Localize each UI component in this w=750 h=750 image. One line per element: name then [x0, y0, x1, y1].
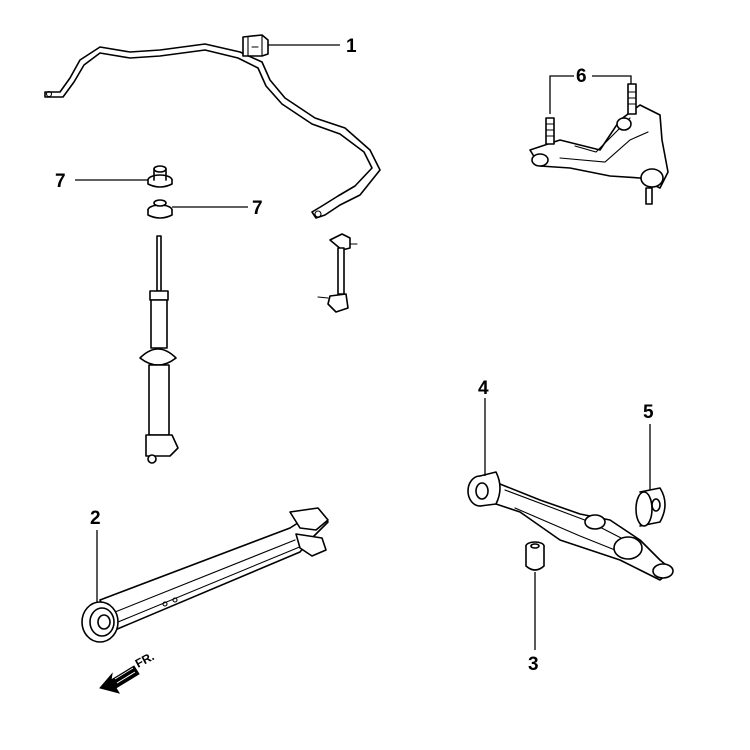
- callout-4: 4: [478, 378, 489, 399]
- stabilizer-bushing: [242, 34, 269, 57]
- front-direction-label: FR.: [133, 649, 157, 670]
- callout-7b: 7: [252, 198, 263, 219]
- front-direction-arrow: [99, 665, 140, 694]
- stabilizer-bar: [44, 43, 381, 219]
- leader-6: [549, 75, 632, 114]
- callout-6: 6: [576, 66, 587, 87]
- bushing-5: [635, 487, 666, 527]
- callout-5: 5: [643, 402, 654, 423]
- stabilizer-link: [317, 233, 358, 313]
- shock-bushing-lower: [147, 199, 173, 219]
- bushing-3: [525, 541, 545, 571]
- callout-1: 1: [346, 36, 357, 57]
- radius-arm: [81, 507, 329, 643]
- shock-bushing-upper: [147, 165, 173, 188]
- callout-3: 3: [528, 654, 539, 675]
- callout-7a: 7: [55, 171, 66, 192]
- lower-control-arm: [467, 471, 674, 581]
- upper-control-arm: [529, 83, 669, 205]
- callout-2: 2: [90, 508, 101, 529]
- shock-absorber: [139, 235, 179, 464]
